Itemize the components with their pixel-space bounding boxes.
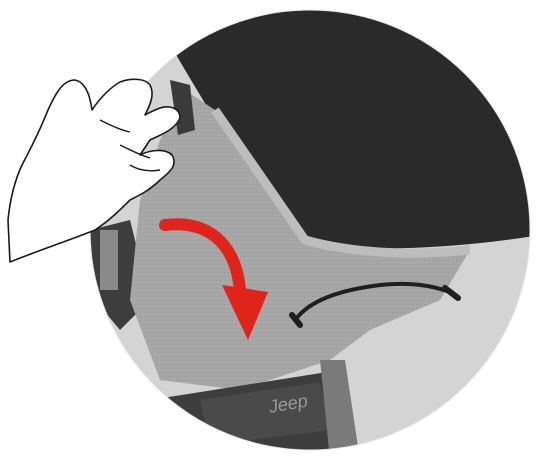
frame-tube: [100, 230, 118, 290]
photo-circle: Jeep: [80, 0, 538, 460]
